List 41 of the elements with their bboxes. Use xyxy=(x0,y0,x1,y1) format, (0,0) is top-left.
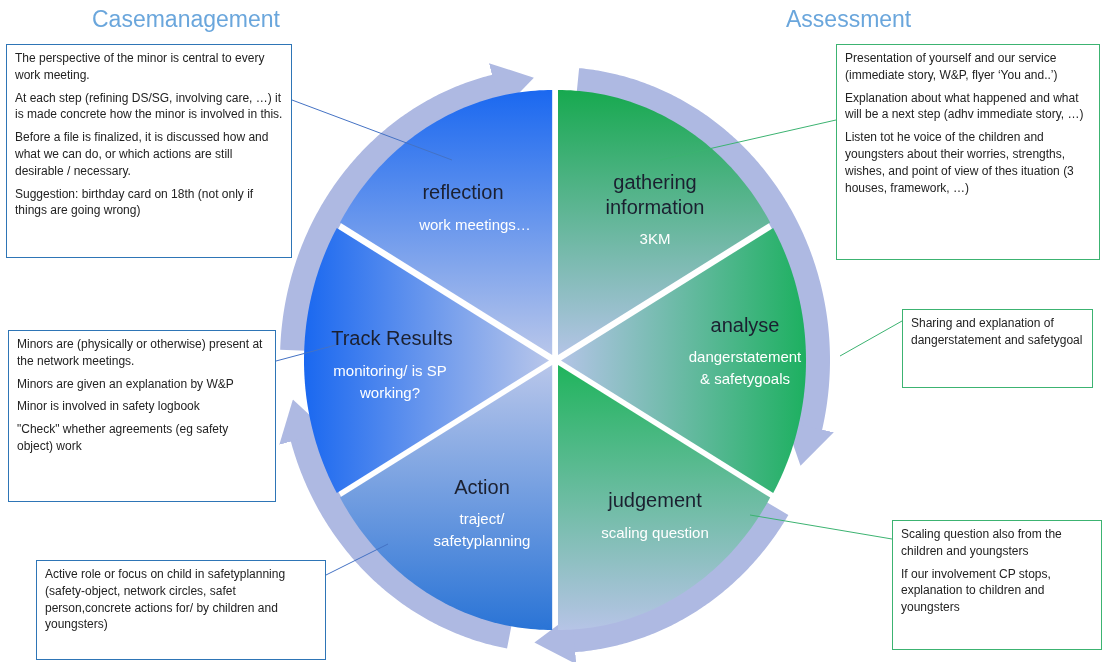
note-text: Listen tot he voice of the children and youngsters about their worries, strengths, wishes, and point of view of thes ituation (3 houses, framework, …) xyxy=(845,129,1075,197)
segment-subtitle: work meetings… xyxy=(418,215,532,235)
segment-subtitle: dangerstatement & safetygoals xyxy=(687,347,803,389)
note-text: "Check" whether agreements (eg safety object) work xyxy=(17,421,230,455)
segment-title: reflection xyxy=(421,180,505,205)
note-text: Presentation of yourself and our service (immediate story, W&P, flyer ‘You and..’) xyxy=(845,50,1059,84)
segment-title: judgement xyxy=(606,488,703,513)
leader-line xyxy=(291,99,453,161)
note-box xyxy=(836,44,1100,260)
note-box xyxy=(6,44,292,258)
leader-line xyxy=(839,320,903,357)
note-box xyxy=(8,330,276,502)
section-heading: Assessment xyxy=(786,6,912,33)
note-text: Minors are (physically or otherwise) present at the network meetings. xyxy=(17,336,264,370)
segment-title: Action xyxy=(453,475,511,500)
segment-subtitle: 3KM xyxy=(638,229,672,249)
note-text: Active role or focus on child in safetyplanning (safety-object, network circles, safet person,concrete actions for/ by children and youngsters) xyxy=(45,566,287,634)
note-text: Minor is involved in safety logbook xyxy=(17,398,201,416)
note-text: Minors are given an explanation by W&P xyxy=(17,375,235,393)
note-text: Suggestion: birthday card on 18th (not only if things are going wrong) xyxy=(15,185,255,220)
note-text: Before a file is finalized, it is discussed how and what we can do, or which actions are still desirable / necessary. xyxy=(15,129,270,180)
segment-subtitle: scaling question xyxy=(600,523,710,543)
leader-line xyxy=(325,543,389,576)
segment-subtitle: monitoring/ is SP working? xyxy=(332,361,448,403)
note-text: The perspective of the minor is central to every work meeting. xyxy=(15,50,266,84)
segment-title: Track Results xyxy=(330,326,454,351)
section-heading: Casemanagement xyxy=(92,6,280,33)
note-box xyxy=(892,520,1102,650)
segment-title: gathering information xyxy=(604,170,706,220)
note-text: Sharing and explanation of dangerstatement and safetygoal xyxy=(911,315,1084,349)
leader-line xyxy=(749,514,893,540)
leader-line xyxy=(659,119,837,161)
note-box xyxy=(902,309,1093,388)
segment-title: analyse xyxy=(709,313,781,338)
note-text: Explanation about what happened and what will be a next step (adhv immediate story, …) xyxy=(845,89,1085,124)
note-text: If our involvement CP stops, explanation to children and youngsters xyxy=(901,565,1052,616)
segment-subtitle: traject/ safetyplanning xyxy=(432,509,532,551)
note-box xyxy=(36,560,326,660)
note-text: Scaling question also from the children and youngsters xyxy=(901,526,1063,560)
note-text: At each step (refining DS/SG, involving care, …) it is made concrete how the minor is involved in this. xyxy=(15,89,283,124)
leader-line xyxy=(275,344,337,362)
